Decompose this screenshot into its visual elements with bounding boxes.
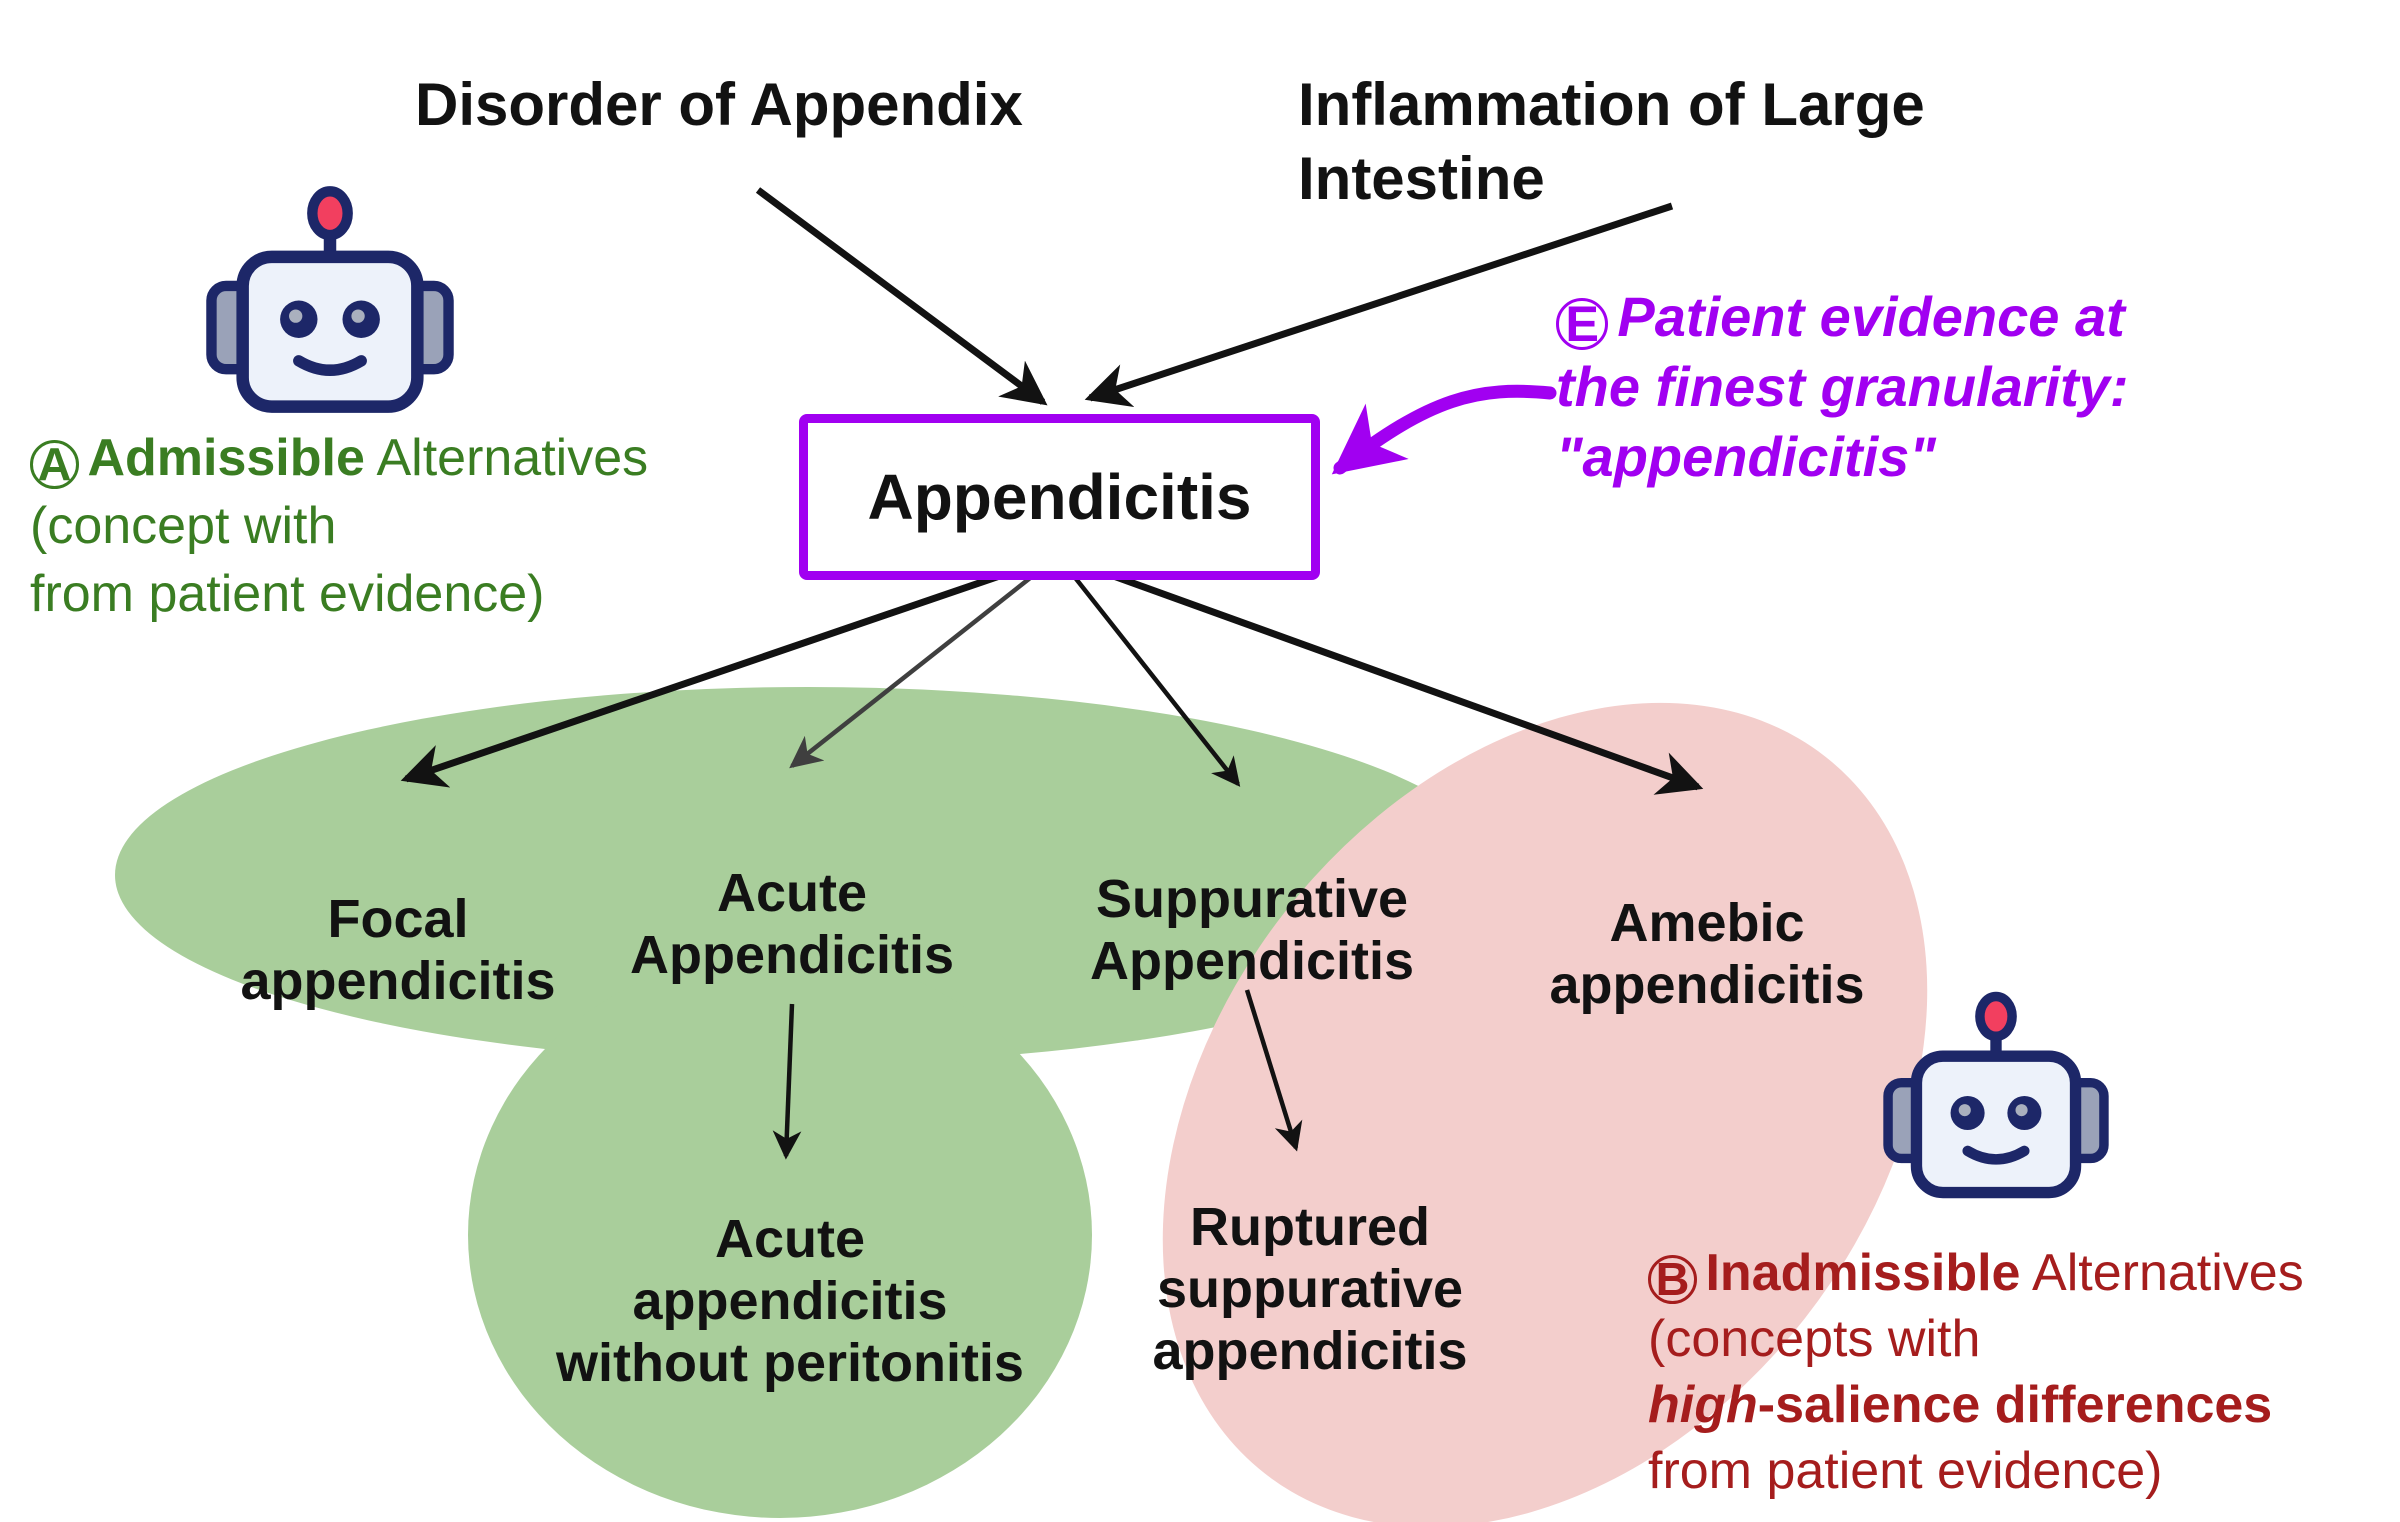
inadmissible-line-3: high-salience differences bbox=[1648, 1376, 2273, 1434]
node-focal-appendicitis: Focal appendicitis bbox=[240, 889, 556, 1011]
inadmissible-line-4: from patient evidence) bbox=[1648, 1442, 2163, 1500]
evidence-arrow bbox=[1331, 384, 1557, 475]
robot-icon bbox=[1883, 991, 2109, 1199]
circled-a-badge: A bbox=[30, 439, 80, 489]
inadmissible-region-blob bbox=[1162, 702, 1928, 1522]
robot-antenna-stem bbox=[1990, 1022, 2002, 1064]
admissible-line-2: (concept with bbox=[30, 497, 337, 555]
edge-acute-to-acute-without-peritonitis bbox=[772, 1003, 802, 1160]
root-node-appendicitis: Appendicitis bbox=[799, 414, 1320, 580]
edge-root-to-focal bbox=[400, 552, 1060, 788]
circled-b-badge: B bbox=[1648, 1254, 1698, 1304]
node-suppurative-appendicitis: Suppurative Appendicitis bbox=[1089, 869, 1415, 991]
robot-smile bbox=[1962, 1145, 2030, 1165]
robot-icon bbox=[206, 186, 454, 413]
edge-root-to-acute bbox=[789, 554, 1060, 769]
admissible-line-4: from patient evidence) bbox=[30, 565, 545, 623]
node-acute-appendicitis: Acute Appendicitis bbox=[629, 863, 955, 985]
evidence-line-2: the finest granularity: bbox=[1556, 355, 2129, 418]
circled-e-badge: E bbox=[1556, 298, 1609, 351]
inadmissible-line-2: (concepts with bbox=[1648, 1310, 1981, 1368]
parent-node-disorder-of-appendix: Disorder of Appendix bbox=[415, 71, 1023, 138]
edge-suppurative-to-ruptured bbox=[1244, 989, 1303, 1152]
node-amebic-appendicitis: Amebic appendicitis bbox=[1549, 893, 1865, 1015]
node-ruptured-suppurative-appendicitis: Ruptured suppurative appendicitis bbox=[1152, 1197, 1468, 1381]
evidence-line-3: "appendicitis" bbox=[1556, 425, 1936, 488]
robot-head bbox=[236, 250, 424, 413]
robot-antenna-bulb bbox=[1975, 991, 2017, 1042]
parent-node-inflammation-large-intestine: Inflammation of Large Intestine bbox=[1298, 71, 1925, 212]
edge-root-to-suppurative bbox=[1056, 554, 1241, 787]
edge-root-to-amebic bbox=[1056, 552, 1704, 795]
robot-head bbox=[1910, 1050, 2082, 1199]
node-acute-appendicitis-without-peritonitis: Acute appendicitis without peritonitis bbox=[556, 1209, 1024, 1393]
admissible-region-blob bbox=[115, 687, 1501, 1518]
root-node-label: Appendicitis bbox=[867, 461, 1252, 533]
edge-inflammation-to-root bbox=[1084, 202, 1674, 407]
edge-disorder-to-root bbox=[755, 187, 1048, 406]
robot-antenna-bulb bbox=[307, 186, 353, 241]
robot-smile bbox=[293, 355, 367, 376]
